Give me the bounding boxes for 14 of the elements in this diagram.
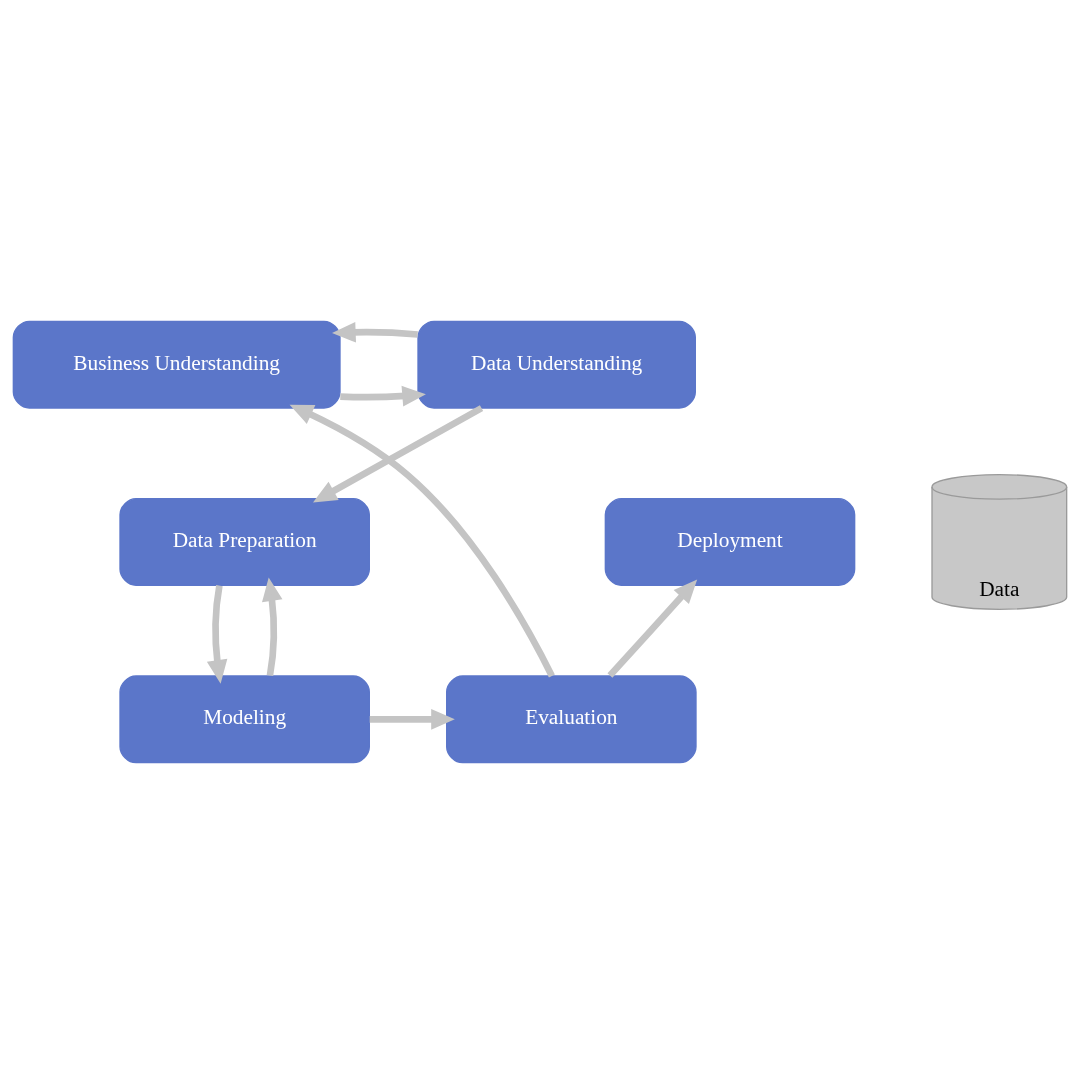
arrow <box>206 584 228 684</box>
arrow <box>289 404 555 677</box>
arrow <box>369 708 455 730</box>
node-box: Data Understanding <box>417 320 696 409</box>
node-box: Deployment <box>604 497 856 586</box>
arrow <box>607 578 698 678</box>
node-box: Evaluation <box>446 674 697 763</box>
arrow <box>312 404 484 502</box>
arrow <box>261 576 283 676</box>
node-box: Modeling <box>119 674 370 763</box>
arrow <box>340 385 426 406</box>
node-box: Data Preparation <box>119 497 370 586</box>
node-box: Business Understanding <box>12 320 341 409</box>
arrow <box>332 321 418 343</box>
